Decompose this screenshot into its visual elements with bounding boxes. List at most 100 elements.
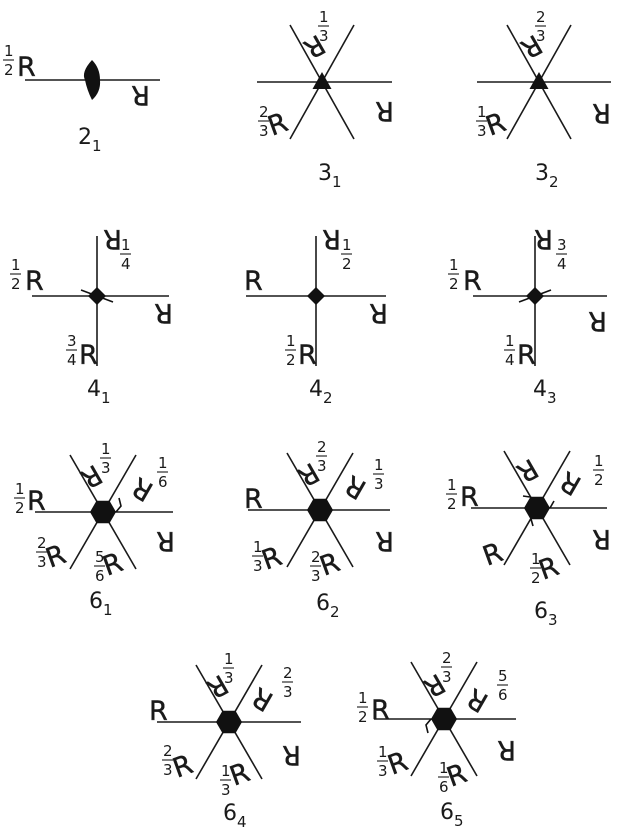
glyph-north-east: R 1 2 bbox=[555, 452, 604, 501]
fraction-numerator: 1 bbox=[158, 454, 168, 472]
diagram-label: 6 3 bbox=[534, 599, 558, 629]
glyph-north-west: R 1 3 bbox=[75, 440, 111, 494]
motif-letter: R bbox=[127, 471, 159, 507]
label-subscript: 2 bbox=[549, 173, 559, 191]
glyph-south-west: R bbox=[479, 537, 508, 573]
fraction-denominator: 3 bbox=[477, 122, 487, 140]
motif-letter: R bbox=[154, 297, 173, 328]
glyph-west: 1 2 R bbox=[14, 480, 46, 517]
fraction-numerator: 3 bbox=[557, 236, 567, 254]
motif-letter: R bbox=[282, 739, 301, 770]
fraction-denominator: 3 bbox=[283, 683, 293, 701]
label-subscript: 3 bbox=[547, 389, 557, 407]
label-main: 4 bbox=[87, 377, 101, 402]
glyph-north-east: R 1 6 bbox=[127, 454, 168, 507]
diagram-label: 4 2 bbox=[309, 377, 333, 407]
glyph-south-west: 2 3 R bbox=[36, 534, 70, 575]
fraction-numerator: 1 bbox=[4, 42, 14, 60]
fraction-numerator: 1 bbox=[439, 759, 449, 777]
diagram-label: 4 3 bbox=[533, 377, 557, 407]
label-subscript: 5 bbox=[454, 812, 464, 830]
fraction-numerator: 1 bbox=[594, 452, 604, 470]
fraction-denominator: 3 bbox=[224, 669, 234, 687]
fraction-denominator: 3 bbox=[317, 457, 327, 475]
label-subscript: 1 bbox=[103, 601, 113, 619]
motif-letter: R bbox=[588, 305, 607, 336]
motif-letter: R bbox=[462, 682, 494, 718]
label-subscript: 3 bbox=[548, 611, 558, 629]
glyph-north-west: R 2 3 bbox=[515, 8, 547, 64]
diagram-6-4: R R 1 3 R 2 3 R 1 3 R 2 3 R bbox=[149, 650, 301, 831]
glyph-west: 1 2 R bbox=[448, 256, 482, 297]
motif-letter: R bbox=[247, 681, 279, 717]
fraction-numerator: 5 bbox=[95, 548, 105, 566]
glyph-north-west: R 1 3 bbox=[298, 8, 330, 64]
label-main: 6 bbox=[440, 800, 454, 825]
motif-letter: R bbox=[592, 523, 611, 554]
fraction-numerator: 1 bbox=[11, 256, 21, 274]
diagram-label: 4 1 bbox=[87, 377, 111, 407]
motif-letter: R bbox=[17, 52, 36, 83]
glyph-east: R bbox=[497, 734, 516, 765]
glyph-south: 2 3 R bbox=[310, 547, 344, 585]
motif-letter: R bbox=[463, 266, 482, 297]
fraction-numerator: 1 bbox=[342, 236, 352, 254]
motif-letter: R bbox=[369, 297, 388, 328]
hexagon-symbol bbox=[307, 498, 333, 522]
glyph-south-west: 1 3 R bbox=[476, 103, 510, 143]
label-main: 6 bbox=[316, 591, 330, 616]
symbol-tail bbox=[115, 497, 122, 513]
fraction-numerator: 5 bbox=[498, 667, 508, 685]
fraction-denominator: 2 bbox=[342, 255, 352, 273]
motif-letter: R bbox=[79, 340, 98, 371]
motif-letter: R bbox=[517, 340, 536, 371]
diagram-label: 6 2 bbox=[316, 591, 340, 621]
label-main: 4 bbox=[533, 377, 547, 402]
motif-letter: R bbox=[169, 749, 197, 785]
fraction-denominator: 3 bbox=[101, 459, 111, 477]
glyph-east: R bbox=[156, 525, 175, 556]
motif-letter: R bbox=[27, 486, 46, 517]
motif-letter: R bbox=[131, 79, 150, 110]
fraction-denominator: 3 bbox=[378, 762, 388, 780]
motif-letter: R bbox=[149, 696, 168, 727]
fraction-denominator: 2 bbox=[11, 275, 21, 293]
glyph-west: R bbox=[149, 696, 168, 727]
glyph-west: 1 2 R bbox=[446, 476, 479, 513]
motif-letter: R bbox=[244, 484, 263, 515]
glyph-west: 1 2 R bbox=[10, 256, 44, 297]
fraction-denominator: 2 bbox=[4, 61, 14, 79]
fraction-numerator: 2 bbox=[259, 103, 269, 121]
fraction-denominator: 3 bbox=[37, 553, 47, 571]
label-subscript: 1 bbox=[332, 173, 342, 191]
diagram-6-5: 1 2 R R 2 3 R 5 6 R 1 6 R 1 3 bbox=[357, 649, 516, 830]
label-main: 6 bbox=[223, 801, 237, 826]
diagram-6-3: 1 2 R R R 1 2 R 1 2 R R 6 3 bbox=[446, 450, 611, 629]
fraction-denominator: 2 bbox=[449, 275, 459, 293]
motif-letter: R bbox=[511, 452, 543, 488]
diagram-label: 2 1 bbox=[78, 125, 102, 155]
fraction-numerator: 1 bbox=[224, 650, 234, 668]
motif-letter: R bbox=[103, 223, 122, 254]
diagram-4-3: 1 2 R R 3 4 R 1 4 R 4 3 bbox=[448, 223, 607, 407]
fraction-denominator: 3 bbox=[374, 475, 384, 493]
glyph-west: R bbox=[244, 266, 263, 297]
fraction-numerator: 1 bbox=[505, 332, 515, 350]
motif-letter: R bbox=[244, 266, 263, 297]
fraction-denominator: 6 bbox=[439, 778, 449, 796]
label-main: 6 bbox=[534, 599, 548, 624]
glyph-east: R bbox=[369, 297, 388, 328]
label-subscript: 2 bbox=[330, 603, 340, 621]
glyph-east: R bbox=[588, 305, 607, 336]
motif-letter: R bbox=[497, 734, 516, 765]
label-subscript: 2 bbox=[323, 389, 333, 407]
square-symbol bbox=[526, 287, 544, 305]
fraction-numerator: 2 bbox=[317, 438, 327, 456]
fraction-numerator: 1 bbox=[477, 103, 487, 121]
hexagon-symbol bbox=[90, 500, 116, 524]
diagram-2-1: 1 2 R R 2 1 bbox=[3, 42, 160, 155]
glyph-south: 3 4 R bbox=[66, 332, 98, 371]
motif-letter: R bbox=[322, 223, 341, 254]
glyph-north-east: R 2 3 bbox=[247, 664, 293, 717]
fraction-numerator: 1 bbox=[15, 480, 25, 498]
